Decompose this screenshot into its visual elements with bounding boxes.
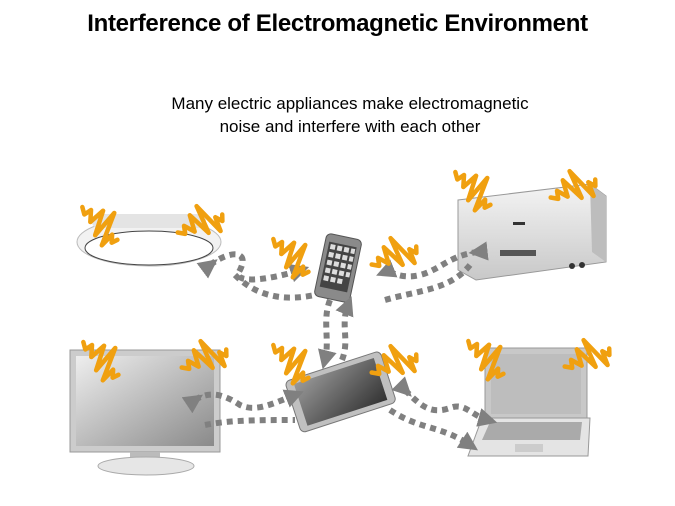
arrow-tv-tablet-2 <box>204 417 296 428</box>
wall-unit <box>457 183 607 281</box>
arrow-tablet-phone <box>335 296 354 362</box>
interference-arrows <box>181 241 498 451</box>
smartphone <box>314 233 362 303</box>
arrow-unit-phone-2 <box>384 263 473 303</box>
television <box>69 349 221 476</box>
arrow-laptop-tablet <box>391 376 498 427</box>
arrow-phone-light <box>232 272 316 301</box>
subtitle-line-2: noise and interfere with each other <box>219 117 481 136</box>
arrow-light-phone <box>196 251 310 283</box>
noise-wave-icon <box>262 230 320 283</box>
slide-subtitle: Many electric appliances make electromag… <box>110 92 590 138</box>
slide-title: Interference of Electromagnetic Environm… <box>87 10 588 37</box>
arrow-phone-tablet <box>318 298 337 370</box>
arrow-unit-phone <box>376 241 489 280</box>
subtitle-line-1: Many electric appliances make electromag… <box>171 94 529 113</box>
arrow-laptop-tablet-2 <box>388 407 478 451</box>
arrow-tv-tablet <box>181 389 304 414</box>
